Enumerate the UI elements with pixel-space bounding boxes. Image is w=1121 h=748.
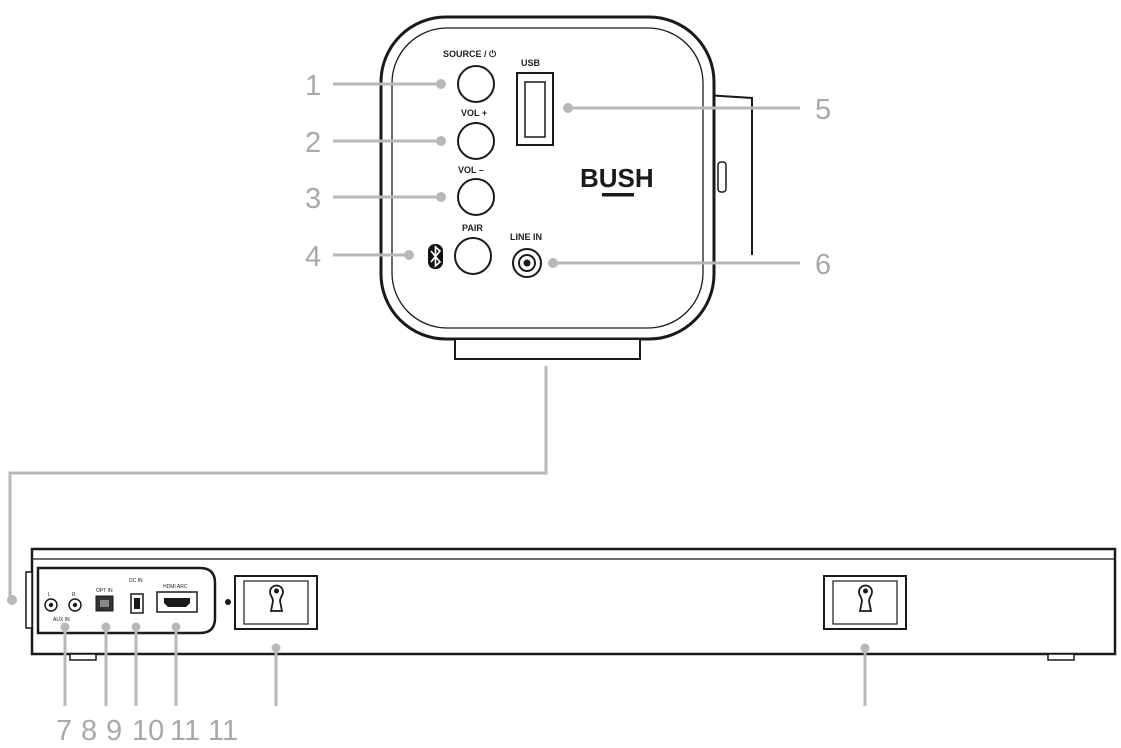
optical-in-port (95, 595, 114, 612)
keyhole-icon (269, 584, 284, 612)
callout-11b: 11 (208, 715, 238, 747)
bluetooth-icon (428, 244, 443, 269)
keyhole-icon (858, 584, 873, 612)
opt-in-label: OPT IN (96, 588, 113, 594)
callout-numbers: 1 2 3 4 5 6 7 8 9 10 11 11 (56, 70, 831, 747)
source-label: SOURCE / ⏻ (443, 49, 497, 59)
pair-button: PAIR (454, 223, 492, 275)
volume-down-button: VOL – (457, 165, 495, 216)
dc-in-label: DC IN (129, 578, 143, 584)
leader-lines (7, 79, 870, 706)
brand-logo: BUSH (580, 163, 654, 197)
connector-panel: L R AUX IN OPT IN DC IN HDMI ARC (36, 566, 231, 635)
vol-up-label: VOL + (461, 108, 487, 118)
vol-down-label: VOL – (458, 165, 484, 175)
callout-2: 2 (305, 127, 321, 159)
aux-r-label: R (72, 592, 76, 598)
hdmi-arc-port (156, 591, 198, 613)
pair-label: PAIR (462, 223, 483, 233)
wall-mount-left (234, 575, 318, 630)
aux-in-label: AUX IN (53, 617, 70, 623)
volume-up-button: VOL + (457, 108, 495, 160)
dc-in-port (130, 593, 144, 614)
callout-11a: 11 (170, 715, 200, 747)
aux-in-r-jack (68, 598, 82, 612)
usb-label: USB (521, 58, 541, 68)
callout-6: 6 (815, 249, 831, 281)
brand-text: BUSH (580, 163, 654, 193)
line-in-jack: LINE IN (510, 232, 542, 278)
callout-4: 4 (305, 241, 321, 273)
source-power-button: SOURCE / ⏻ (443, 49, 497, 103)
callout-8: 8 (81, 715, 97, 747)
callout-10: 10 (132, 715, 164, 747)
callout-7: 7 (56, 715, 72, 747)
aux-in-l-jack (44, 598, 58, 612)
callout-1: 1 (305, 70, 321, 102)
callout-3: 3 (305, 183, 321, 215)
hdmi-arc-label: HDMI ARC (163, 584, 188, 590)
callout-9: 9 (106, 715, 122, 747)
line-in-label: LINE IN (510, 232, 542, 242)
aux-l-label: L (48, 592, 51, 598)
callout-5: 5 (815, 94, 831, 126)
usb-port: USB (516, 58, 554, 146)
wall-mount-right (823, 575, 907, 630)
side-panel (379, 15, 753, 360)
